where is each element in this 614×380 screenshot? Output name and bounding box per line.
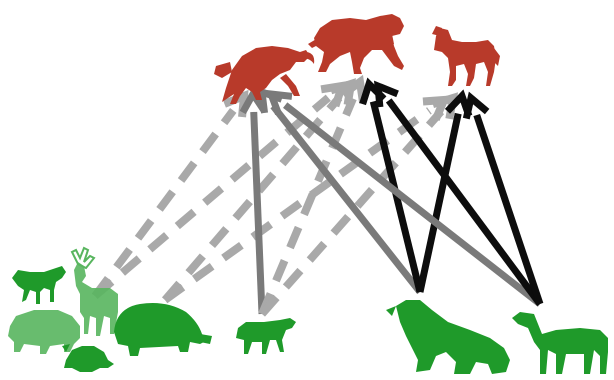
dire-wolf-silhouette-icon: [432, 26, 500, 86]
small-horse-silhouette-icon: [12, 266, 66, 304]
prey-group: [8, 248, 608, 374]
sabertooth-cat-silhouette-icon: [308, 14, 404, 74]
deer-silhouette-icon: [72, 248, 118, 336]
predator-group: [214, 14, 500, 104]
tapir-silhouette-icon: [8, 310, 80, 354]
ground-sloth-silhouette-icon: [386, 300, 510, 374]
glyptodont-silhouette-icon: [114, 303, 212, 356]
arrow-ground-sloth-to-dire-wolf: [420, 114, 458, 292]
horse-silhouette-icon: [236, 318, 296, 354]
arrow-horse-to-cougar: [254, 112, 262, 314]
predation-arrows: [95, 82, 540, 314]
camelid-silhouette-icon: [512, 312, 608, 374]
